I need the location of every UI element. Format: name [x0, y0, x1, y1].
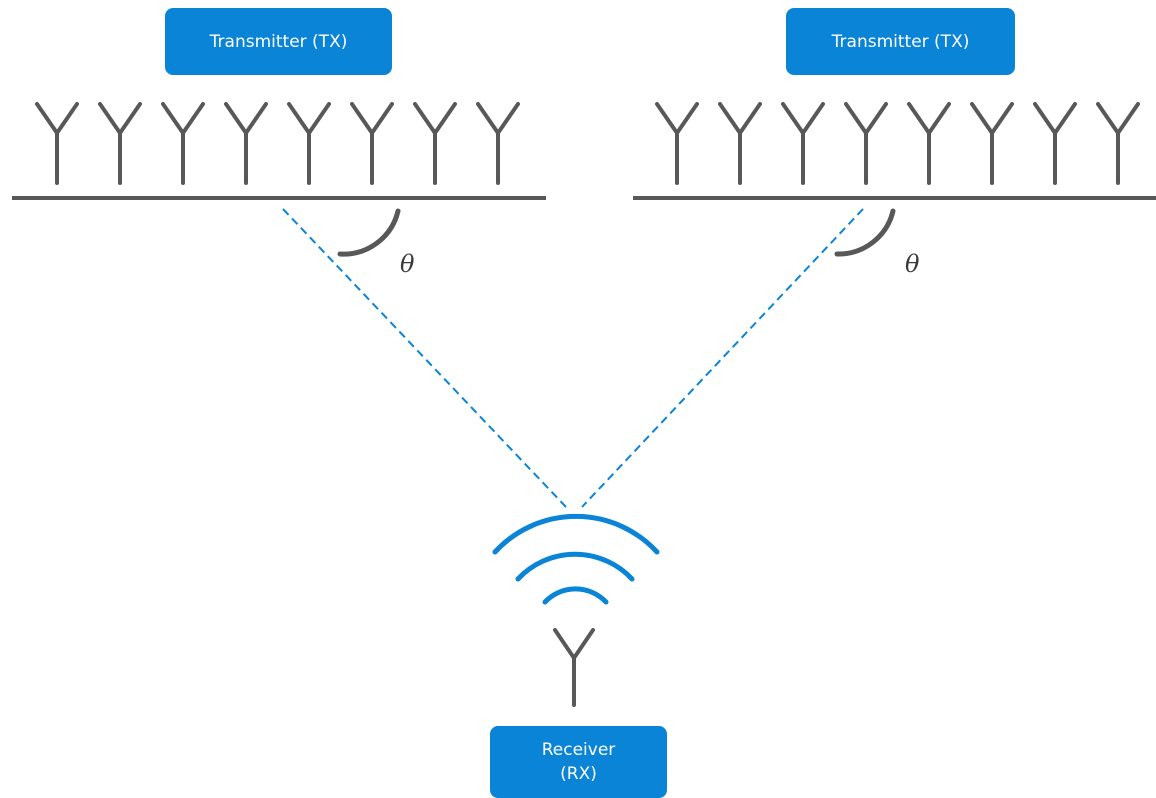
antenna-icon	[1096, 102, 1140, 185]
signal-path-right	[581, 208, 864, 508]
antenna-icon	[287, 102, 331, 185]
angle-arc-right	[834, 208, 896, 257]
antenna-icon	[476, 102, 520, 185]
theta-label-left: θ	[400, 250, 415, 278]
signal-wave-inner	[542, 586, 609, 605]
signal-wave-middle	[515, 551, 635, 582]
antenna-icon	[224, 102, 268, 185]
transmitter-right-label: Transmitter (TX)	[786, 8, 1015, 75]
transmitter-left-label: Transmitter (TX)	[165, 8, 392, 75]
antenna-icon	[98, 102, 142, 185]
antenna-icon	[350, 102, 394, 185]
antenna-icon	[161, 102, 205, 185]
antenna-icon	[844, 102, 888, 185]
transmitter-right-array: θ	[633, 102, 1156, 278]
receiver-label: Receiver (RX)	[490, 726, 667, 798]
signal-wave-outer	[492, 514, 660, 555]
antenna-icon	[413, 102, 457, 185]
receiver-label-line2: (RX)	[560, 764, 597, 784]
transmitter-left-array: θ	[12, 102, 546, 278]
theta-label-right: θ	[905, 250, 920, 278]
transmitter-right-label-text: Transmitter (TX)	[831, 31, 970, 52]
wireless-signal-icon	[492, 514, 660, 605]
receiver-label-line1: Receiver	[541, 740, 616, 760]
antenna-icon	[35, 102, 79, 185]
antenna-row-left	[35, 102, 520, 185]
antenna-icon	[970, 102, 1014, 185]
antenna-row-right	[655, 102, 1140, 185]
signal-path-left	[282, 208, 567, 508]
antenna-icon	[781, 102, 825, 185]
antenna-icon	[907, 102, 951, 185]
angle-arc-left	[337, 208, 401, 257]
antenna-icon	[1033, 102, 1077, 185]
antenna-icon	[655, 102, 699, 185]
antenna-icon	[718, 102, 762, 185]
transmitter-left-label-text: Transmitter (TX)	[209, 31, 348, 52]
receiver-antenna-icon	[553, 628, 595, 707]
